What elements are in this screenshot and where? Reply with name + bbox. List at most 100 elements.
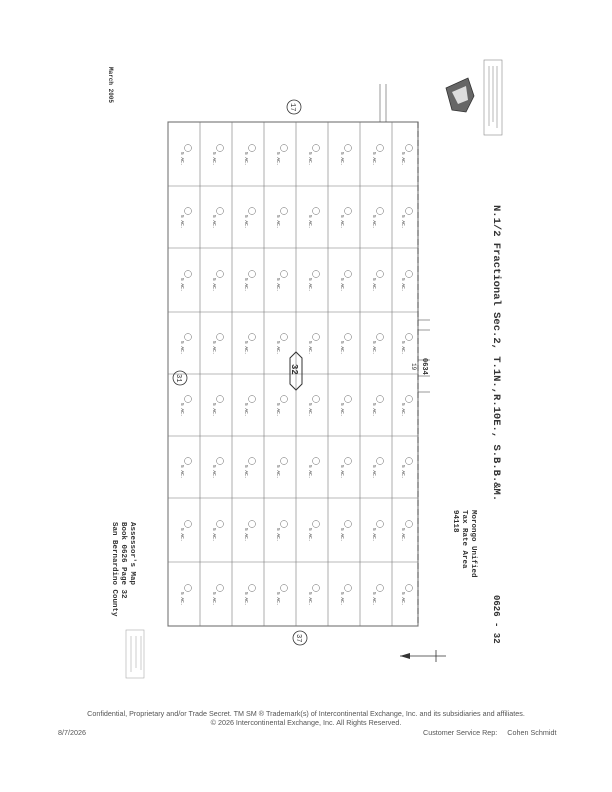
parcel-lot: 5 AC. <box>307 395 320 417</box>
parcel-lot: 5 AC. <box>339 333 352 355</box>
lot-number-circle <box>405 270 413 278</box>
parcel-lot: 5 AC. <box>275 584 288 606</box>
lot-area-label: 5 AC. <box>339 465 345 479</box>
lot-area-label: 5 AC. <box>339 403 345 417</box>
lot-number-circle <box>312 333 320 341</box>
lot-number-circle <box>312 270 320 278</box>
lot-area-label: 5 AC. <box>211 278 217 292</box>
parcel-lot: 5 AC. <box>275 270 288 292</box>
lot-area-label: 5 AC. <box>179 278 185 292</box>
county-seal-icon <box>445 77 475 113</box>
lot-number-circle <box>248 520 256 528</box>
lot-number-circle <box>248 584 256 592</box>
parcel-lot: 5 AC. <box>307 520 320 542</box>
lot-area-label: 5 AC. <box>243 341 249 355</box>
lot-area-label: 5 AC. <box>275 215 281 229</box>
parcel-lot: 5 AC. <box>400 333 413 355</box>
lot-area-label: 5 AC. <box>211 215 217 229</box>
lot-area-label: 5 AC. <box>275 528 281 542</box>
assessor-map: 5 AC. 5 AC. 5 AC. 5 AC. 5 AC. 5 AC. 5 AC. 5 AC.… <box>107 59 503 679</box>
parcel-lot: 5 AC. <box>339 457 352 479</box>
footer-confidentiality: Confidential, Proprietary and/or Trade S… <box>87 709 525 718</box>
lot-area-label: 5 AC. <box>179 403 185 417</box>
parcel-lot: 5 AC. <box>371 207 384 229</box>
lot-number-circle <box>280 270 288 278</box>
lot-number-circle <box>376 457 384 465</box>
parcel-lot: 5 AC. <box>179 144 192 166</box>
lot-number-circle <box>248 333 256 341</box>
lot-number-circle <box>184 333 192 341</box>
parcel-lot: 5 AC. <box>211 457 224 479</box>
lot-number-circle <box>216 395 224 403</box>
lot-number-circle <box>248 270 256 278</box>
parcel-lot: 5 AC. <box>400 270 413 292</box>
lot-number-circle <box>216 584 224 592</box>
lot-area-label: 5 AC. <box>371 592 377 606</box>
lot-area-label: 5 AC. <box>371 215 377 229</box>
parcel-lot: 5 AC. <box>211 144 224 166</box>
lot-number-circle <box>405 207 413 215</box>
revision-stamp-lines <box>130 636 142 672</box>
parcel-lot: 5 AC. <box>179 333 192 355</box>
lot-number-circle <box>184 270 192 278</box>
assessor-book-page: Book 0626 Page 32 <box>119 522 127 599</box>
lot-number-circle <box>312 144 320 152</box>
footer-rep-label: Customer Service Rep: <box>423 728 498 737</box>
lot-number-circle <box>184 520 192 528</box>
footer-rep-name: Cohen Schmidt <box>507 728 557 737</box>
lot-number-circle <box>312 457 320 465</box>
lot-number-circle <box>376 207 384 215</box>
svg-text:37: 37 <box>294 634 302 642</box>
lot-area-label: 5 AC. <box>307 278 313 292</box>
lot-area-label: 5 AC. <box>371 278 377 292</box>
parcel-lot: 5 AC. <box>243 207 256 229</box>
lot-area-label: 5 AC. <box>371 403 377 417</box>
parcel-lot: 5 AC. <box>243 395 256 417</box>
lot-area-label: 5 AC. <box>179 592 185 606</box>
lot-number-circle <box>344 270 352 278</box>
lot-area-label: 5 AC. <box>275 278 281 292</box>
lot-area-label: 5 AC. <box>243 592 249 606</box>
lot-number-circle <box>376 144 384 152</box>
lot-area-label: 5 AC. <box>179 465 185 479</box>
district-name: Morongo Unified <box>469 510 477 578</box>
lot-number-circle <box>216 144 224 152</box>
lot-area-label: 5 AC. <box>400 152 406 166</box>
lot-area-label: 5 AC. <box>339 278 345 292</box>
parcel-lots: 5 AC. 5 AC. 5 AC. 5 AC. 5 AC. 5 AC. 5 AC. 5 AC.… <box>179 144 413 606</box>
lot-area-label: 5 AC. <box>371 465 377 479</box>
disclaimer-lines <box>488 66 498 128</box>
parcel-lot: 5 AC. <box>275 395 288 417</box>
lot-number-circle <box>405 144 413 152</box>
lot-area-label: 5 AC. <box>371 341 377 355</box>
parcel-lot: 5 AC. <box>275 520 288 542</box>
page-number-hexagon: 32 <box>289 351 303 391</box>
lot-number-circle <box>405 395 413 403</box>
lot-number-circle <box>344 584 352 592</box>
lot-number-circle <box>184 395 192 403</box>
svg-text:17: 17 <box>288 103 296 111</box>
lot-number-circle <box>280 395 288 403</box>
lot-area-label: 5 AC. <box>307 528 313 542</box>
disclaimer-box <box>483 59 503 136</box>
lot-area-label: 5 AC. <box>275 152 281 166</box>
lot-number-circle <box>312 520 320 528</box>
lot-number-circle <box>216 207 224 215</box>
lot-area-label: 5 AC. <box>179 152 185 166</box>
lot-number-circle <box>344 457 352 465</box>
parcel-lot: 5 AC. <box>371 270 384 292</box>
parcel-lot: 5 AC. <box>211 207 224 229</box>
adjacent-map-31: 31 <box>172 370 188 386</box>
lot-area-label: 5 AC. <box>243 278 249 292</box>
lot-area-label: 5 AC. <box>339 215 345 229</box>
map-title: N.1/2 Fractional Sec.2, T.1N.,R.10E., S.… <box>490 205 502 501</box>
lot-area-label: 5 AC. <box>179 341 185 355</box>
parcel-lot: 5 AC. <box>307 207 320 229</box>
lot-area-label: 5 AC. <box>243 152 249 166</box>
lot-area-label: 5 AC. <box>400 465 406 479</box>
parcel-lot: 5 AC. <box>339 520 352 542</box>
lot-area-label: 5 AC. <box>400 278 406 292</box>
parcel-lot: 5 AC. <box>179 395 192 417</box>
parcel-lot: 5 AC. <box>211 395 224 417</box>
parcel-lot: 5 AC. <box>400 520 413 542</box>
